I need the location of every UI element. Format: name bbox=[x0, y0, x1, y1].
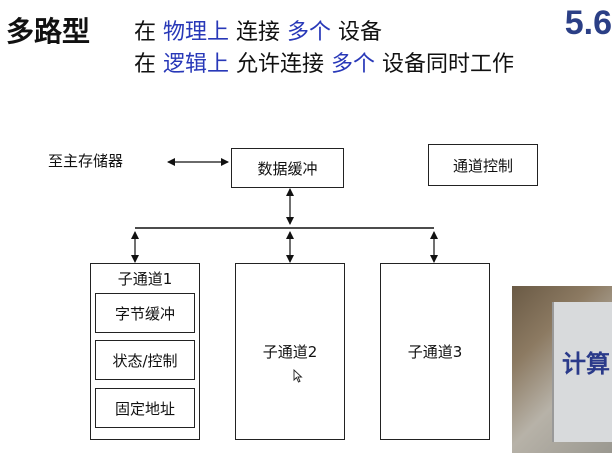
subchannel-field: 固定地址 bbox=[95, 388, 195, 428]
data-buffer-label: 数据缓冲 bbox=[257, 159, 318, 178]
subchannel-3-label: 子通道3 bbox=[407, 343, 463, 361]
slide-title: 多路型 bbox=[6, 15, 91, 48]
subchannel-1-box: 子通道1 字节缓冲 状态/控制 固定地址 bbox=[90, 263, 200, 440]
camera-photo-overlay: 计算 bbox=[512, 286, 612, 453]
mouse-cursor-icon bbox=[293, 369, 303, 383]
channel-control-label: 通道控制 bbox=[452, 156, 513, 175]
data-buffer-box: 数据缓冲 bbox=[231, 148, 344, 188]
slide-heading: 多路型 在 物理上 连接 多个 设备 在 逻辑上 允许连接 多个 设备同时工作 … bbox=[6, 4, 612, 77]
subchannel-2-label: 子通道2 bbox=[262, 343, 318, 361]
channel-control-box: 通道控制 bbox=[428, 144, 538, 186]
heading-line-physical: 在 物理上 连接 多个 设备 bbox=[134, 20, 383, 45]
subchannel-field: 状态/控制 bbox=[95, 340, 195, 380]
main-memory-label: 至主存储器 bbox=[48, 152, 124, 170]
heading-line-logical: 在 逻辑上 允许连接 多个 设备同时工作 bbox=[134, 52, 515, 77]
subchannel-2-box: 子通道2 bbox=[235, 263, 345, 440]
subchannel-3-box: 子通道3 bbox=[380, 263, 490, 440]
subchannel-1-label: 子通道1 bbox=[117, 270, 173, 288]
photo-background-panel bbox=[552, 302, 612, 442]
slide-number: 5.6 bbox=[564, 4, 612, 42]
photo-overlay-text: 计算 bbox=[562, 350, 610, 378]
subchannel-field: 字节缓冲 bbox=[95, 293, 195, 333]
